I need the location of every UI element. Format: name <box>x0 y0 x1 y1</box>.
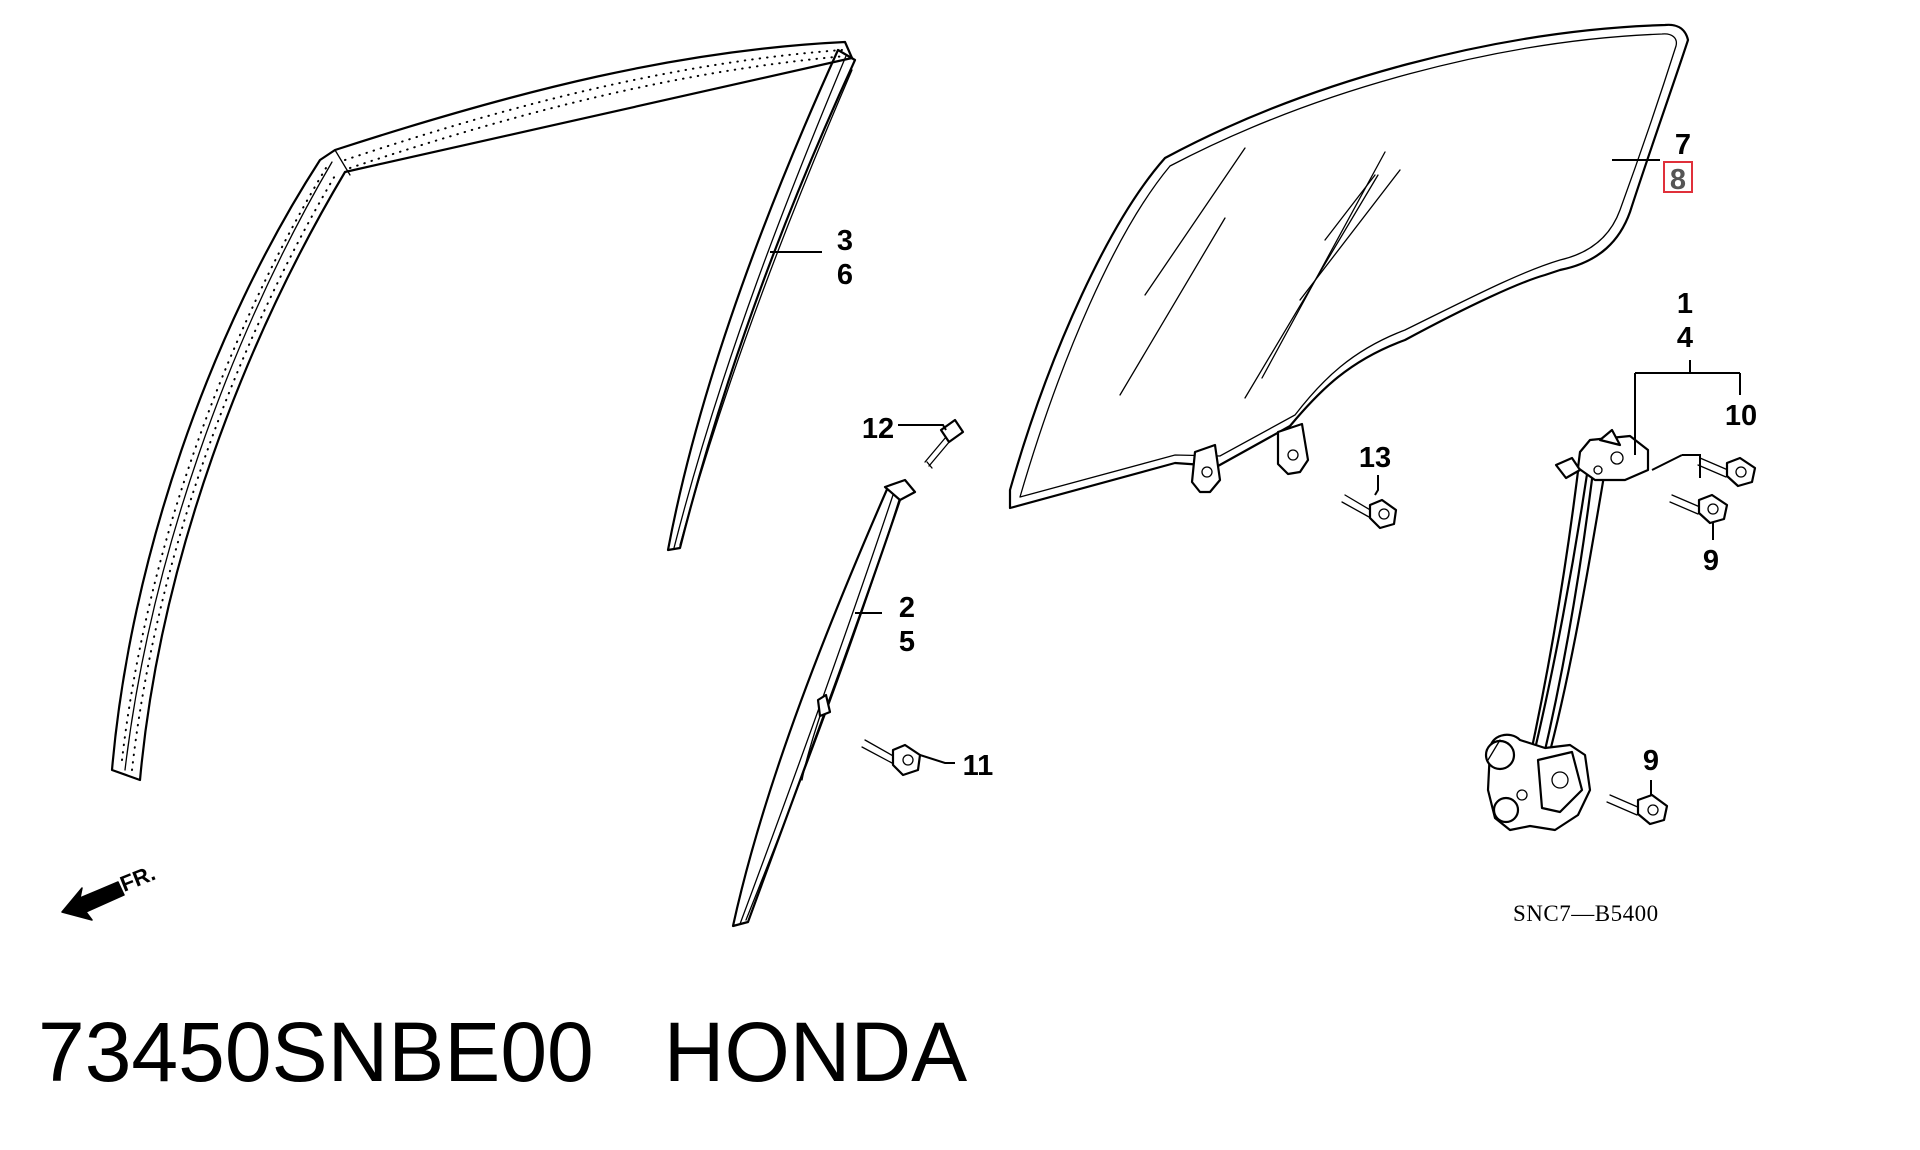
callout-3: 3 <box>837 225 853 257</box>
door-weatherstrip-arch[interactable] <box>110 40 854 782</box>
callout-4: 4 <box>1677 322 1693 354</box>
callout-7: 7 <box>1675 129 1691 161</box>
bolt-9-lower[interactable] <box>1606 793 1669 826</box>
rear-run-channel[interactable] <box>666 48 857 552</box>
bolt-12[interactable] <box>924 418 965 469</box>
callout-9-lower: 9 <box>1643 745 1659 777</box>
brand-name: HONDA <box>663 1005 968 1099</box>
callout-1: 1 <box>1677 288 1693 320</box>
bolt-11[interactable] <box>861 739 922 777</box>
callout-labels: 3 6 12 2 5 11 13 7 8 1 4 10 9 9 <box>837 129 1757 782</box>
part-caption: 73450SNBE00 HONDA <box>38 1010 967 1094</box>
front-direction-arrow: FR. <box>61 860 159 921</box>
callout-8: 8 <box>1670 164 1686 196</box>
front-arrow-icon <box>61 881 125 921</box>
part-number: 73450SNBE00 <box>38 1005 594 1099</box>
window-regulator[interactable] <box>1484 428 1650 832</box>
front-sash-channel[interactable] <box>731 478 917 928</box>
callout-2: 2 <box>899 592 915 624</box>
callout-9-upper: 9 <box>1703 545 1719 577</box>
callout-5: 5 <box>899 626 915 658</box>
bolt-10[interactable] <box>1697 456 1757 488</box>
callout-13: 13 <box>1359 442 1391 474</box>
diagram-code: SNC7—B5400 <box>1513 901 1659 926</box>
bolt-9-upper[interactable] <box>1669 493 1729 525</box>
front-arrow-label: FR. <box>117 860 159 896</box>
callout-10: 10 <box>1725 400 1757 432</box>
door-glass[interactable] <box>1008 23 1690 510</box>
callout-11: 11 <box>963 750 994 782</box>
bolt-13[interactable] <box>1341 494 1398 530</box>
callout-6: 6 <box>837 259 853 291</box>
callout-8-highlight-box <box>1663 161 1693 193</box>
leader-lines <box>770 159 1741 795</box>
callout-12: 12 <box>862 413 894 445</box>
